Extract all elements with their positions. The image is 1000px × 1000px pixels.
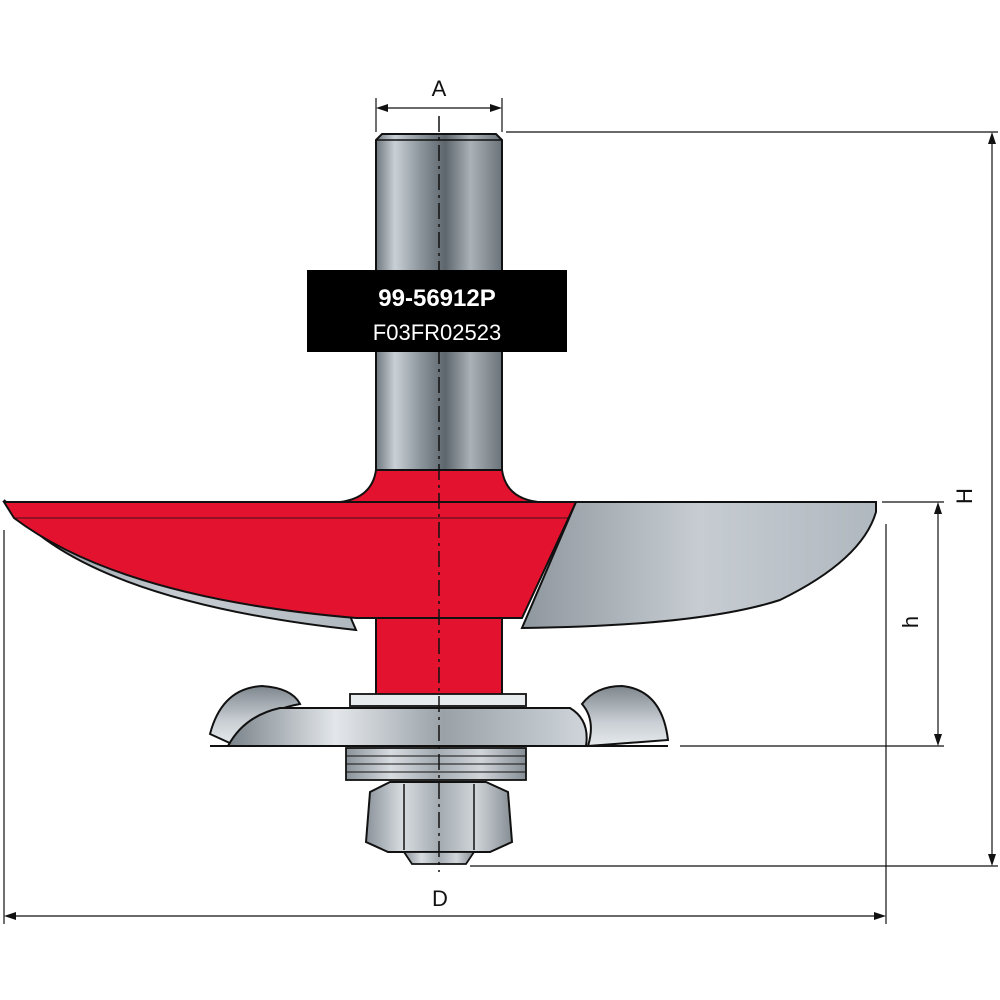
product-label: 99-56912P F03FR02523 (307, 270, 567, 352)
dimension-big-h: H (470, 131, 998, 867)
ref-code-text: F03FR02523 (373, 320, 501, 345)
dim-label-small-h: h (898, 616, 923, 628)
dim-label-big-h: H (952, 488, 977, 504)
dimension-d: D (3, 524, 887, 924)
cutter-body (2, 469, 578, 697)
dim-label-d: D (432, 886, 448, 911)
dimension-small-h: h (680, 501, 944, 747)
dimension-a: A (375, 76, 503, 132)
part-number-text: 99-56912P (378, 285, 495, 312)
dim-label-a: A (432, 76, 447, 101)
right-blade (520, 501, 877, 630)
bearing-assembly (208, 684, 670, 865)
